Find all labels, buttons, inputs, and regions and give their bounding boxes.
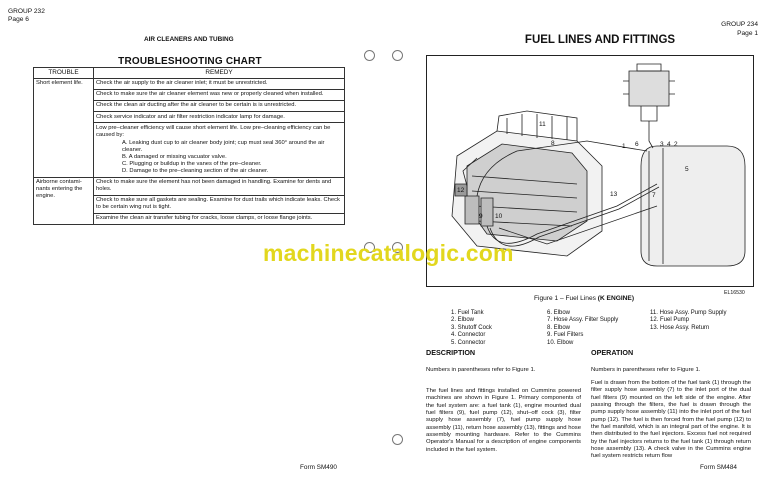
- binder-hole: [392, 434, 403, 445]
- description-body: The fuel lines and fittings installed on…: [426, 388, 581, 453]
- callout-label: 13: [610, 191, 618, 198]
- table-row: Short element life. Check the air supply…: [33, 77, 345, 178]
- troubleshooting-table: TROUBLE REMEDY Short element life. Check…: [33, 67, 345, 225]
- precleaner-intro: Low pre–cleaner efficiency will cause sh…: [96, 124, 331, 138]
- figure-caption-engine: (K ENGINE): [597, 295, 635, 302]
- remedy-cell: Check the air supply to the air cleaner …: [93, 77, 345, 90]
- trouble-cell: Short element life.: [33, 77, 94, 178]
- legend-column-3: 11. Hose Assy. Pump Supply 12. Fuel Pump…: [650, 310, 726, 332]
- column-header-remedy: REMEDY: [93, 67, 345, 79]
- legend-item: 8. Elbow: [547, 324, 571, 331]
- callout-label: 5: [685, 166, 689, 173]
- remedy-cell: Check service indicator and air filter r…: [93, 110, 345, 124]
- figure-code: EL16530: [724, 290, 745, 296]
- legend-column-1: 1. Fuel Tank 2. Elbow 3. Shutoff Cock 4.…: [451, 310, 492, 347]
- callout-label: 4: [667, 141, 671, 148]
- left-page-number: Page 6: [8, 16, 29, 23]
- table-row: Check to make sure all gaskets are seali…: [34, 194, 345, 214]
- right-form-number: Form SM484: [700, 464, 737, 471]
- right-group-label: GROUP 234: [721, 21, 758, 28]
- remedy-cell: Low pre–cleaner efficiency will cause sh…: [93, 122, 345, 178]
- trouble-cell: Airborne contami-nants entering the engi…: [33, 176, 94, 225]
- legend-item: 1. Fuel Tank: [451, 310, 484, 316]
- callout-label: 6: [635, 141, 639, 148]
- legend-item: 12. Fuel Pump: [650, 317, 690, 324]
- legend-item: 5. Connector: [451, 339, 486, 346]
- remedy-cell: Examine the clean air transfer tubing fo…: [93, 212, 345, 225]
- legend-item: 13. Hose Assy. Return: [650, 324, 710, 331]
- legend-item: 11. Hose Assy. Pump Supply: [650, 310, 727, 316]
- fuel-lines-figure: 11 8 12 9 10 1 6 3 4 2 5 7 13: [426, 55, 754, 287]
- callout-label: 8: [551, 140, 555, 147]
- table-row: Low pre–cleaner efficiency will cause sh…: [34, 122, 345, 178]
- description-intro: Numbers in parentheses refer to Figure 1…: [426, 367, 536, 373]
- callout-label: 3: [660, 141, 664, 148]
- callout-label: 7: [652, 192, 656, 199]
- binder-hole: [392, 242, 403, 253]
- callout-label: 10: [495, 213, 503, 220]
- table-header-row: TROUBLE REMEDY: [33, 67, 345, 79]
- precleaner-cause-list: A. Leaking dust cup to air cleaner body …: [122, 140, 342, 175]
- figure-caption: Figure 1 – Fuel Lines (K ENGINE): [424, 295, 744, 302]
- remedy-cell: Check to make sure the air cleaner eleme…: [93, 88, 345, 101]
- engine-illustration: 11 8 12 9 10 1 6 3 4 2 5 7 13: [451, 63, 746, 267]
- legend-item: 4. Connector: [451, 332, 486, 339]
- legend-item: 9. Fuel Filters: [547, 332, 584, 339]
- left-group-label: GROUP 232: [8, 8, 45, 15]
- callout-label: 12: [457, 187, 465, 194]
- legend-item: 10. Elbow: [547, 339, 574, 346]
- legend-item: 7. Hose Assy. Filter Supply: [547, 317, 619, 324]
- callout-label: 9: [479, 213, 483, 220]
- table-row: Airborne contami-nants entering the engi…: [33, 176, 345, 225]
- list-item: C. Plugging or buildup in the vanes of t…: [122, 160, 262, 167]
- list-item: B. A damaged or missing vacuator valve.: [122, 153, 227, 160]
- left-form-number: Form SM490: [300, 464, 337, 471]
- callout-label: 2: [674, 141, 678, 148]
- operation-body: Fuel is drawn from the bottom of the fue…: [591, 380, 751, 460]
- binder-hole: [364, 242, 375, 253]
- left-section-title: AIR CLEANERS AND TUBING: [144, 36, 234, 43]
- remedy-cell: Check to make sure the element has not b…: [93, 176, 345, 196]
- legend-item: 3. Shutoff Cock: [451, 324, 492, 331]
- operation-intro: Numbers in parentheses refer to Figure 1…: [591, 367, 701, 373]
- remedy-cell: Check the clean air ducting after the ai…: [93, 99, 345, 113]
- legend-item: 6. Elbow: [547, 310, 571, 316]
- legend-item: 2. Elbow: [451, 317, 475, 324]
- legend-column-2: 6. Elbow 7. Hose Assy. Filter Supply 8. …: [547, 310, 618, 347]
- remedy-cell: Check to make sure all gaskets are seali…: [93, 194, 345, 214]
- figure-caption-text: Figure 1 – Fuel Lines: [533, 295, 598, 302]
- list-item: A. Leaking dust cup to air cleaner body …: [122, 139, 325, 153]
- watermark: machinecatalogic.com: [263, 240, 514, 266]
- right-page-number: Page 1: [737, 30, 758, 37]
- operation-heading: OPERATION: [591, 348, 634, 357]
- binder-hole: [364, 50, 375, 61]
- callout-label: 1: [622, 143, 626, 150]
- troubleshooting-chart-title: TROUBLESHOOTING CHART: [118, 56, 262, 67]
- description-heading: DESCRIPTION: [426, 348, 476, 357]
- callout-label: 11: [539, 121, 546, 128]
- list-item: D. Damage to the pre–cleaning section of…: [122, 167, 269, 174]
- column-header-trouble: TROUBLE: [33, 67, 94, 79]
- page-title: FUEL LINES AND FITTINGS: [524, 34, 676, 46]
- binder-hole: [392, 50, 403, 61]
- table-row: Examine the clean air transfer tubing fo…: [34, 212, 345, 225]
